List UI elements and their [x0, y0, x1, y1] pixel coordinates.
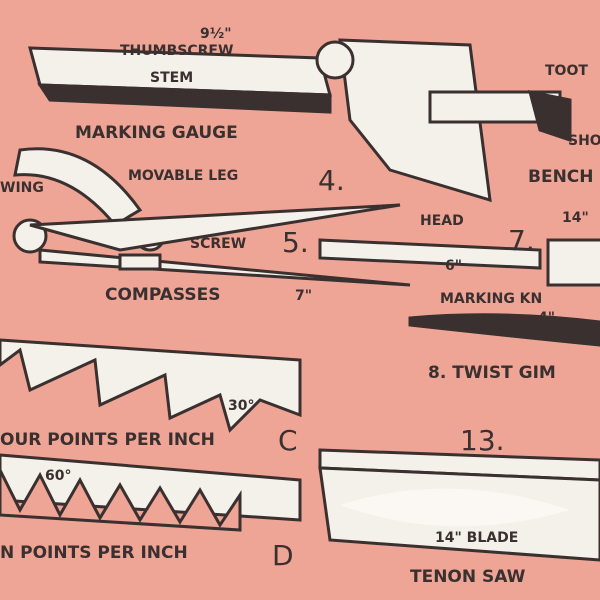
- label-thumbscrew: THUMBSCREW: [120, 43, 233, 59]
- label-wing: WING: [0, 180, 44, 196]
- dim-9-5: 9½": [200, 26, 232, 42]
- dim-6: 6": [445, 258, 462, 274]
- label-marking-knife: MARKING KN: [440, 291, 542, 307]
- marking-gauge-illustration: [28, 38, 572, 203]
- label-bench: BENCH: [528, 167, 594, 187]
- label-toot: TOOT: [545, 63, 588, 79]
- label-ten-points: N POINTS PER INCH: [0, 543, 188, 563]
- tenon-saw-illustration: [318, 448, 600, 562]
- label-d: D: [272, 539, 294, 572]
- dim-14: 14": [562, 210, 589, 226]
- number-4: 4.: [318, 164, 345, 197]
- label-stem: STEM: [150, 70, 193, 86]
- label-screw: SCREW: [190, 236, 246, 252]
- number-13: 13.: [460, 424, 505, 457]
- saw-teeth-c: [0, 338, 302, 532]
- compasses-illustration: [12, 147, 411, 287]
- label-marking-gauge: MARKING GAUGE: [75, 123, 238, 143]
- label-compasses: COMPASSES: [105, 285, 220, 305]
- label-movable-leg: MOVABLE LEG: [128, 168, 238, 184]
- label-head: HEAD: [420, 213, 464, 229]
- number-7: 7.: [508, 224, 535, 257]
- label-twist-gimlet: 8. TWIST GIM: [428, 363, 556, 383]
- dim-4: 4": [538, 310, 555, 326]
- label-blade: 14" BLADE: [435, 530, 518, 546]
- angle-30: 30°: [228, 398, 254, 414]
- dim-7: 7": [295, 288, 312, 304]
- label-four-points: OUR POINTS PER INCH: [0, 430, 215, 450]
- label-c: C: [278, 424, 298, 457]
- label-sho: SHO: [568, 133, 600, 149]
- marking-knife-illustration: [318, 238, 600, 347]
- number-5: 5.: [282, 226, 309, 259]
- label-tenon-saw: TENON SAW: [410, 567, 526, 587]
- angle-60: 60°: [45, 468, 71, 484]
